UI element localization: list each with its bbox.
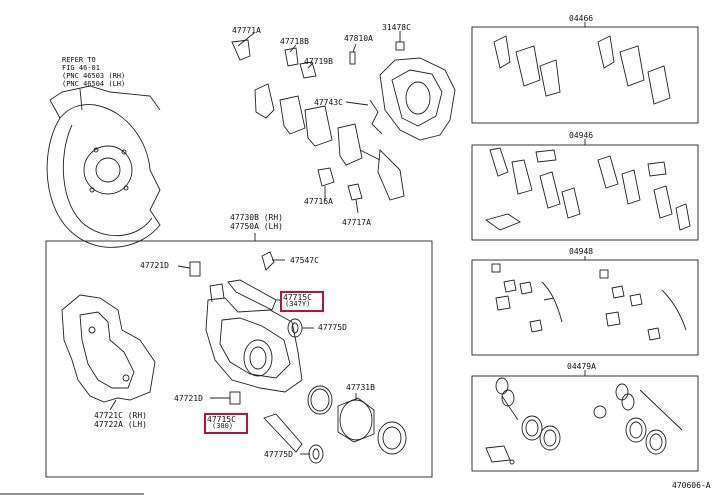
caliper-body-drawing: [205, 283, 303, 393]
part-label-47718B[interactable]: 47718B: [280, 37, 309, 46]
part-label-47771A[interactable]: 47771A: [232, 26, 261, 35]
part-label-47731B[interactable]: 47731B: [346, 383, 375, 392]
kit-frame-3: [471, 259, 699, 356]
kit-label-3[interactable]: 04948: [569, 247, 594, 256]
caliper-body-top-drawing: [379, 41, 456, 141]
kit1-pads-drawing: [493, 35, 671, 105]
caliper-assembly-line-1: 47730B (RH): [230, 213, 283, 222]
part-label-47717A[interactable]: 47717A: [342, 218, 371, 227]
caliper-assembly-line-2: 47750A (LH): [230, 222, 283, 231]
part-label-47547C[interactable]: 47547C: [290, 256, 319, 265]
mounting-bracket-drawing: [61, 294, 156, 411]
mount-line-2: 47722A (LH): [94, 420, 147, 429]
part-label-47716A[interactable]: 47716A: [304, 197, 333, 206]
caliper-hardware-drawing: [177, 251, 407, 464]
refer-note-line-1: REFER TO: [62, 56, 96, 64]
kit3-clips-drawing: [491, 263, 687, 341]
kit-frame-2: [471, 144, 699, 241]
highlight-box-47715C-top[interactable]: [280, 291, 324, 312]
kit-frame-1: [471, 26, 699, 124]
part-label-47810A[interactable]: 47810A: [344, 34, 373, 43]
part-label-47719B[interactable]: 47719B: [304, 57, 333, 66]
brake-pads-top-drawing: [231, 31, 405, 214]
part-label-47775D-top[interactable]: 47775D: [318, 323, 347, 332]
refer-note-line-2: FIG 46-01: [62, 64, 100, 72]
caliper-assembly-frame: [45, 240, 433, 478]
kit4-seals-drawing: [485, 377, 683, 465]
part-label-47715C-bottom[interactable]: 47715C: [207, 415, 236, 424]
dust-shield-drawing: [46, 85, 161, 248]
part-sublabel-47715C-top: (347Y): [285, 300, 311, 308]
caliper-assembly-label[interactable]: 47730B (RH) 47750A (LH): [230, 213, 283, 231]
part-label-47743C[interactable]: 47743C: [314, 98, 343, 107]
figure-code: 470606-A: [672, 481, 711, 490]
part-label-47721D-bottom[interactable]: 47721D: [174, 394, 203, 403]
mount-line-1: 47721C (RH): [94, 411, 147, 420]
part-sublabel-47715C-bottom: (300): [212, 422, 234, 430]
refer-note-line-3: (PNC 46503 (RH): [62, 72, 126, 80]
kit2-shims-drawing: [484, 147, 691, 231]
part-label-47715C-top[interactable]: 47715C: [283, 293, 312, 302]
refer-note-line-4: (PNC 46504 (LH): [62, 80, 126, 88]
kit-label-2[interactable]: 04946: [569, 131, 594, 140]
kit-label-4[interactable]: 04479A: [567, 362, 596, 371]
part-label-47721D-top[interactable]: 47721D: [140, 261, 169, 270]
highlight-box-47715C-bottom[interactable]: [204, 413, 248, 434]
part-label-47775D-bottom[interactable]: 47775D: [264, 450, 293, 459]
kit-label-1[interactable]: 04466: [569, 14, 594, 23]
mount-label[interactable]: 47721C (RH) 47722A (LH): [94, 411, 147, 429]
refer-note: REFER TO FIG 46-01 (PNC 46503 (RH) (PNC …: [62, 56, 125, 88]
part-label-31478C[interactable]: 31478C: [382, 23, 411, 32]
